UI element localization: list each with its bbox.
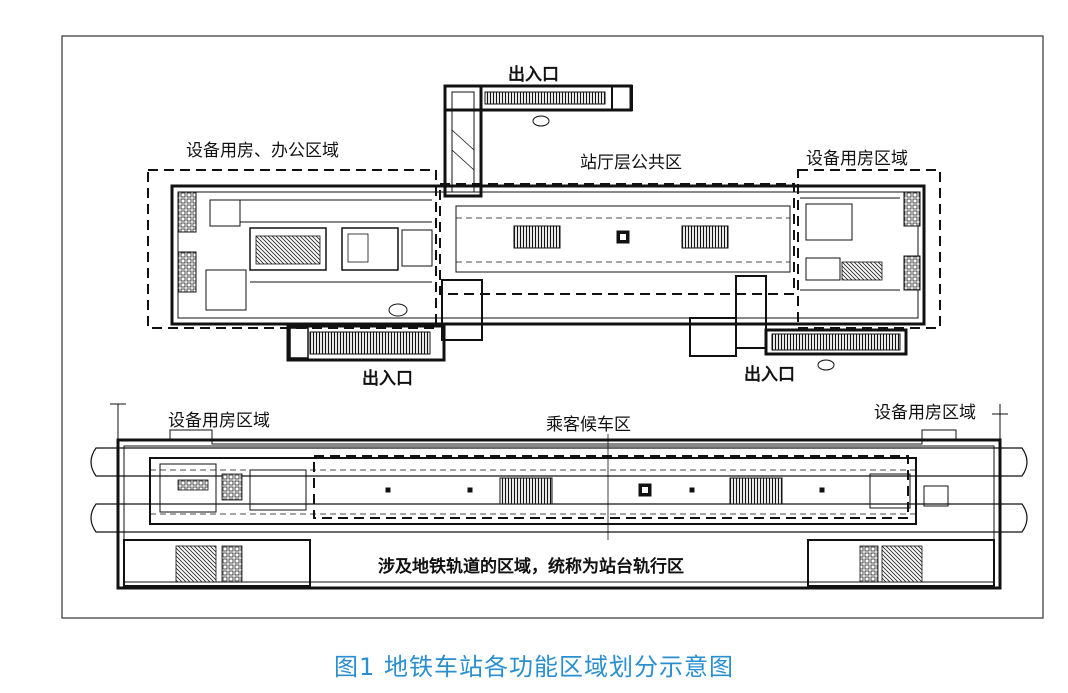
label-entrance-top: 出入口	[508, 65, 559, 85]
label-equipment-platform-left: 设备用房区域	[168, 411, 270, 431]
label-equipment-office: 设备用房、办公区域	[186, 141, 339, 161]
label-equipment-right: 设备用房区域	[806, 149, 908, 169]
label-entrance-bottom-left: 出入口	[362, 369, 413, 389]
label-waiting-area: 乘客候车区	[546, 415, 631, 435]
outer-frame	[61, 35, 1044, 619]
concourse-level-plan	[170, 84, 926, 371]
zone-equipment-office	[147, 169, 437, 329]
label-concourse-public: 站厅层公共区	[580, 153, 682, 173]
concourse-zone-outlines	[147, 169, 941, 329]
label-track-area: 涉及地铁轨道的区域，统称为站台轨行区	[378, 557, 684, 577]
figure-caption: 图1 地铁车站各功能区域划分示意图	[334, 653, 734, 681]
zone-waiting-area	[313, 455, 909, 519]
label-entrance-bottom-right: 出入口	[744, 365, 795, 385]
zone-concourse-public	[439, 183, 795, 295]
zone-equipment-right	[797, 169, 941, 329]
platform-level-plan	[90, 403, 1028, 590]
label-equipment-platform-right: 设备用房区域	[874, 403, 976, 423]
